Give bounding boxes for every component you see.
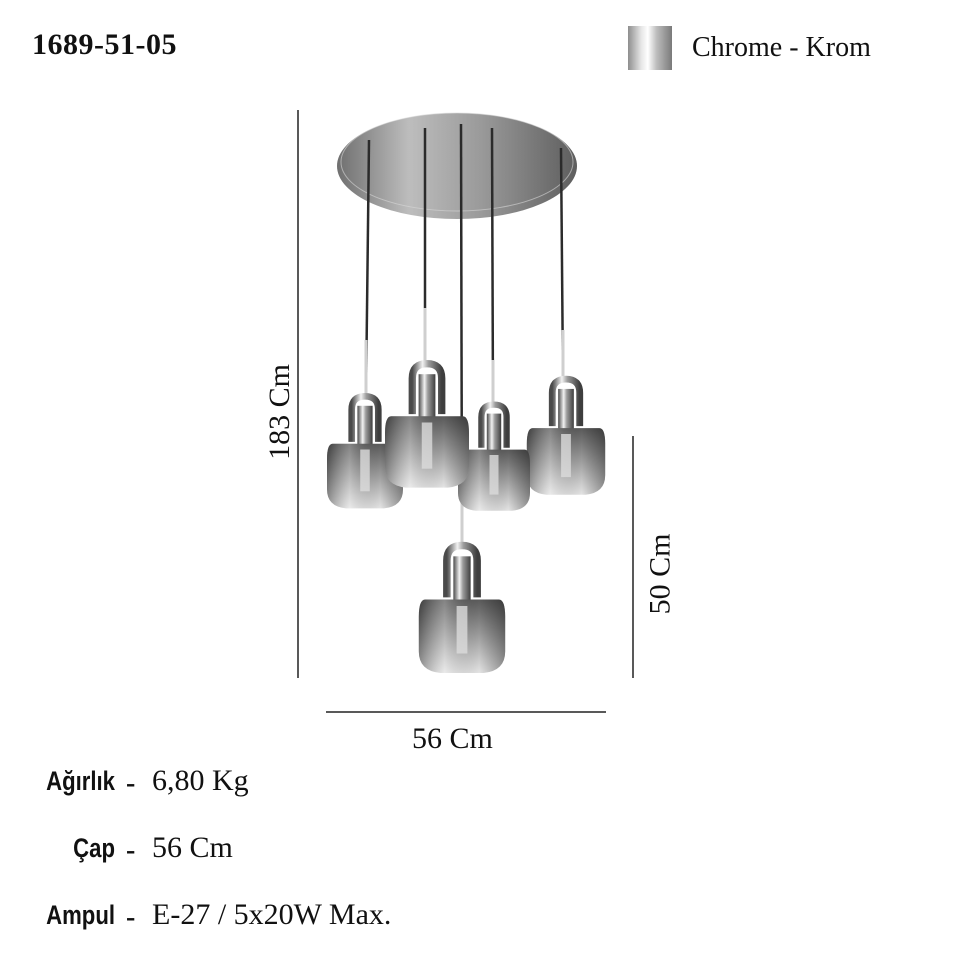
- finish-swatch: [628, 26, 672, 70]
- spec-diameter-label: Çap: [73, 833, 115, 863]
- spec-bulb-value: E-27 / 5x20W Max.: [152, 898, 392, 931]
- spec-separator: -: [126, 835, 136, 866]
- ceiling-canopy: [337, 113, 577, 219]
- spec-bulb-label: Ampul: [46, 900, 115, 930]
- spec-diameter-value: 56 Cm: [152, 831, 233, 864]
- spec-separator: -: [126, 902, 136, 933]
- spec-weight-label: Ağırlık: [46, 766, 115, 796]
- finish-label: Chrome - Krom: [692, 32, 871, 63]
- spec-weight-value: 6,80 Kg: [152, 764, 249, 797]
- pendant-shade: [419, 546, 505, 673]
- width-dimension-label: 56 Cm: [412, 722, 493, 755]
- spec-separator: -: [126, 768, 136, 799]
- pendant-shade: [385, 364, 469, 488]
- pendant-shade: [527, 379, 605, 495]
- product-code: 1689-51-05: [32, 28, 177, 61]
- height-dimension-label: 183 Cm: [262, 364, 296, 460]
- drop-dimension-label: 50 Cm: [643, 533, 677, 615]
